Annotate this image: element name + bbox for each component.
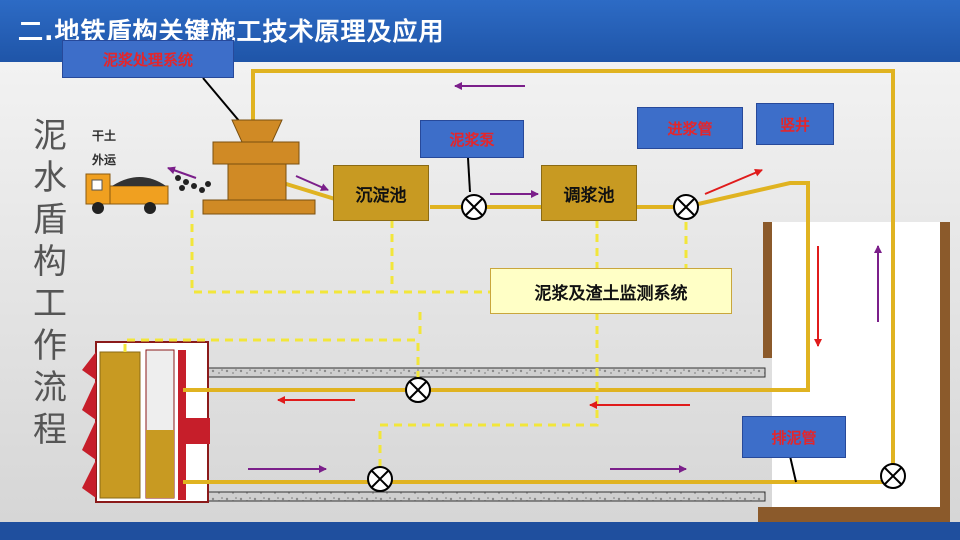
sedimentation-tank: 沉淀池 bbox=[333, 165, 429, 221]
slurry-flow-arrows bbox=[167, 82, 882, 473]
process-side-title: 泥水盾构工作流程 bbox=[33, 116, 67, 450]
footer-bar bbox=[0, 522, 960, 540]
feed-flow-arrows bbox=[277, 169, 822, 409]
shaft-wall-right bbox=[940, 222, 950, 522]
cutting-chamber bbox=[99, 351, 141, 499]
shaft-floor bbox=[758, 507, 940, 522]
label-shaft: 竖井 bbox=[756, 103, 834, 145]
valve-tunnel-lower bbox=[367, 466, 393, 492]
label-dry-soil: 干土 bbox=[92, 129, 117, 143]
monitoring-system: 泥浆及渣土监测系统 bbox=[490, 268, 732, 314]
slurry-pipes bbox=[183, 69, 895, 484]
shield-machine bbox=[82, 341, 210, 503]
bulkhead bbox=[178, 350, 186, 500]
mixing-tank: 调浆池 bbox=[541, 165, 637, 221]
callout-mud-pump bbox=[467, 157, 471, 193]
shaft bbox=[758, 222, 950, 522]
plant-base bbox=[202, 199, 316, 215]
tank-unit bbox=[227, 163, 287, 201]
label-transport-out: 外运 bbox=[92, 153, 117, 167]
hopper bbox=[231, 119, 283, 143]
valve-shaft bbox=[880, 463, 906, 489]
monitor-line-treatment bbox=[190, 210, 490, 294]
monitor-line-discharge bbox=[378, 312, 599, 482]
screen-unit bbox=[212, 141, 300, 165]
pressure-chamber-slurry bbox=[146, 430, 174, 498]
cutter-teeth bbox=[82, 352, 96, 498]
mud-treatment-plant bbox=[175, 119, 316, 215]
arrow-to-sedimentation bbox=[295, 175, 329, 191]
tunnel-lower-segment bbox=[204, 491, 766, 502]
truck-bed bbox=[109, 185, 169, 205]
truck-window bbox=[91, 179, 103, 191]
monitor-line-shield bbox=[123, 338, 420, 378]
treatment-to-sedimentation-pipe bbox=[282, 181, 336, 201]
valves bbox=[367, 194, 906, 492]
callout-discharge bbox=[789, 455, 797, 483]
monitoring-lines bbox=[123, 210, 688, 482]
label-feed-pipe: 进浆管 bbox=[637, 107, 743, 149]
label-discharge-pipe: 排泥管 bbox=[742, 416, 846, 458]
arrow-to-truck bbox=[167, 166, 197, 179]
callout-lines bbox=[202, 77, 797, 483]
shaft-interior bbox=[772, 222, 940, 507]
return-pipe-top bbox=[251, 69, 895, 476]
shaft-wall-left bbox=[763, 222, 772, 358]
callout-mud-treatment bbox=[202, 77, 241, 123]
tunnel-upper-segment bbox=[204, 367, 766, 378]
shield-motor bbox=[186, 418, 210, 444]
arrow-feed-up bbox=[704, 169, 763, 195]
valve-tunnel-upper bbox=[405, 377, 431, 403]
label-mud-treatment-system: 泥浆处理系统 bbox=[62, 40, 234, 78]
label-mud-pump: 泥浆泵 bbox=[420, 120, 524, 158]
dump-truck bbox=[85, 173, 169, 214]
valve-feed bbox=[673, 194, 699, 220]
valve-mud-pump bbox=[461, 194, 487, 220]
truck-load bbox=[112, 177, 166, 186]
